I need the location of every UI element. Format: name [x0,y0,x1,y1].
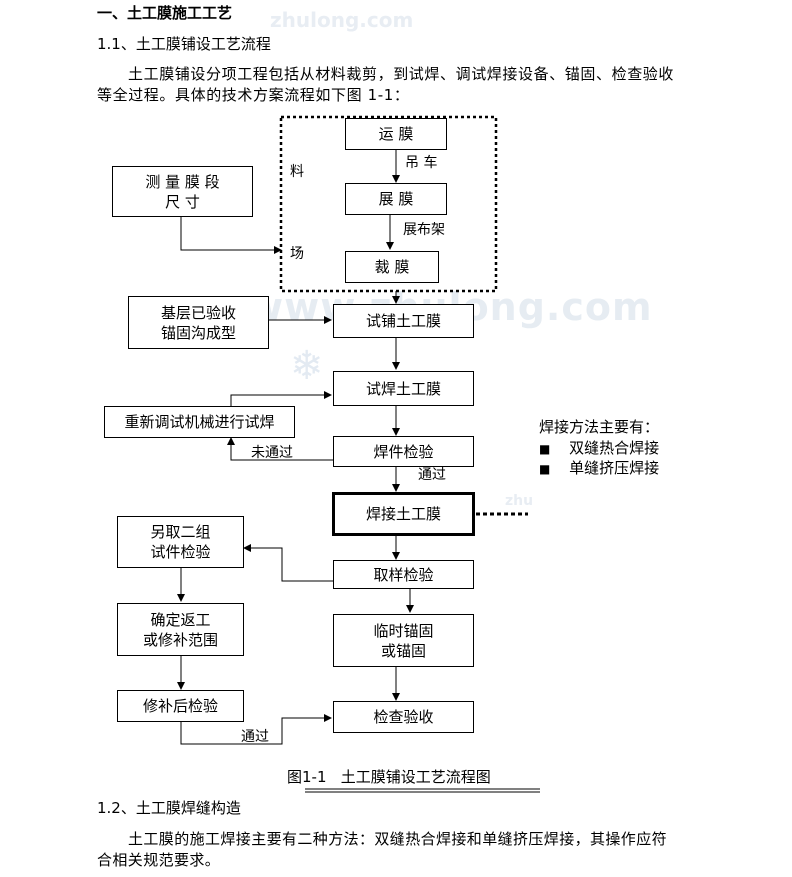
box-unfold-membrane-label: 展 膜 [378,190,414,208]
box-readjust-machine: 重新调试机械进行试焊 [104,406,295,438]
watermark-top: zhulong.com [270,8,414,32]
paragraph-1-line-1: 土工膜铺设分项工程包括从材料裁剪，到试焊、调试焊接设备、锚固、检查验收 [128,65,675,83]
section-heading: 一、土工膜施工工艺 [97,4,233,22]
box-measure-segments: 测 量 膜 段 尺 寸 [112,166,253,217]
box-trial-lay: 试铺土工膜 [333,304,474,338]
subheading-1: 1.1、土工膜铺设工艺流程 [97,35,271,53]
figure-caption: 图1-1 土工膜铺设工艺流程图 [287,768,491,786]
methods-item-2: ■ 单缝挤压焊接 [539,461,659,476]
box-sample-inspection: 取样检验 [333,560,474,589]
label-passed-2: 通过 [241,729,269,745]
box-temporary-anchor-label: 临时锚固 或锚固 [373,621,434,660]
box-weld-inspection-label: 焊件检验 [373,442,434,461]
box-readjust-machine-label: 重新调试机械进行试焊 [124,413,275,431]
box-base-accepted: 基层已验收 锚固沟成型 [128,296,269,349]
paragraph-2-line-1: 土工膜的施工焊接主要有二种方法：双缝热合焊接和单缝挤压焊接，其操作应符 [128,830,668,848]
methods-item-1-label: 双缝热合焊接 [569,439,660,457]
label-not-passed: 未通过 [251,445,293,461]
label-spreader-frame: 展布架 [403,222,445,238]
box-trial-weld-label: 试焊土工膜 [365,379,441,398]
label-material: 料 [290,164,304,180]
box-take-two-samples-label: 另取二组 试件检验 [150,523,211,561]
box-transport-membrane: 运 膜 [345,118,447,150]
watermark-small: zhu [505,493,534,509]
box-base-accepted-label: 基层已验收 锚固沟成型 [160,303,236,342]
box-measure-segments-label: 测 量 膜 段 尺 寸 [145,172,220,211]
box-trial-lay-label: 试铺土工膜 [365,312,441,330]
box-cut-membrane-label: 裁 膜 [374,258,410,276]
box-determine-repair-label: 确定返工 或修补范围 [142,610,218,649]
methods-item-1: ■ 双缝热合焊接 [539,441,659,456]
subheading-2: 1.2、土工膜焊缝构造 [97,799,241,817]
label-yard: 场 [290,246,304,262]
paragraph-1-line-2: 等全过程。具体的技术方案流程如下图 1-1： [97,86,410,104]
box-determine-repair: 确定返工 或修补范围 [117,603,244,656]
box-trial-weld: 试焊土工膜 [333,371,474,406]
box-weld-membrane-label: 焊接土工膜 [365,505,441,523]
label-crane: 吊 车 [405,155,438,171]
box-unfold-membrane: 展 膜 [345,183,447,215]
box-sample-inspection-label: 取样检验 [373,565,434,584]
methods-title: 焊接方法主要有： [539,418,660,436]
label-passed-1: 通过 [418,467,446,483]
bullet-square-icon: ■ [539,462,551,476]
box-post-repair-inspection-label: 修补后检验 [142,697,218,715]
methods-item-2-label: 单缝挤压焊接 [569,459,660,477]
box-weld-inspection: 焊件检验 [333,436,474,467]
box-final-acceptance: 检查验收 [333,701,474,733]
watermark-snowflake-icon: ❄ [290,343,324,389]
box-take-two-samples: 另取二组 试件检验 [117,516,244,568]
paragraph-2-line-2: 合相关规范要求。 [97,851,221,869]
box-final-acceptance-label: 检查验收 [373,708,434,726]
box-weld-membrane: 焊接土工膜 [332,492,475,536]
box-temporary-anchor: 临时锚固 或锚固 [333,614,474,667]
box-transport-membrane-label: 运 膜 [378,125,414,143]
box-cut-membrane: 裁 膜 [345,251,439,283]
bullet-square-icon: ■ [539,442,551,456]
box-post-repair-inspection: 修补后检验 [117,690,244,722]
